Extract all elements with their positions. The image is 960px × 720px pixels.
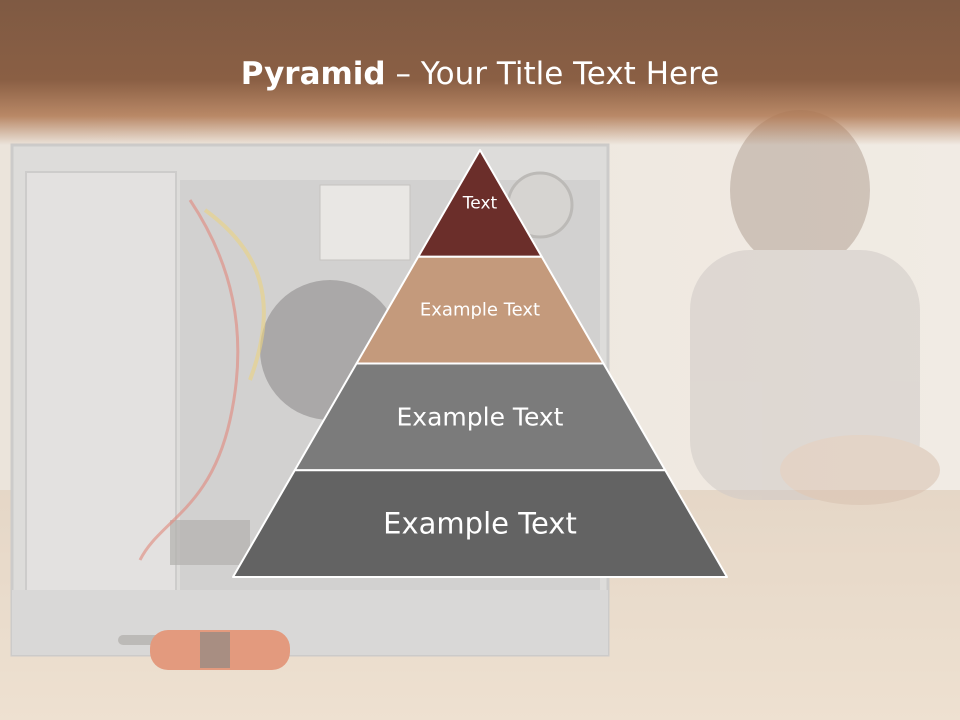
title-bar xyxy=(0,0,960,145)
pyramid-tier-3-label: Example Text xyxy=(397,402,564,431)
pyramid-tier-1-label: Text xyxy=(462,193,498,213)
title-rest: – Your Title Text Here xyxy=(385,56,720,92)
screwdriver xyxy=(118,630,290,670)
slide-title: Pyramid – Your Title Text Here xyxy=(0,52,960,96)
blurred-person xyxy=(690,110,940,505)
pyramid-tier-4-label: Example Text xyxy=(383,507,577,541)
title-bold: Pyramid xyxy=(240,56,386,92)
pyramid-tier-2-label: Example Text xyxy=(420,300,540,321)
pyramid-tier-4 xyxy=(232,469,728,578)
